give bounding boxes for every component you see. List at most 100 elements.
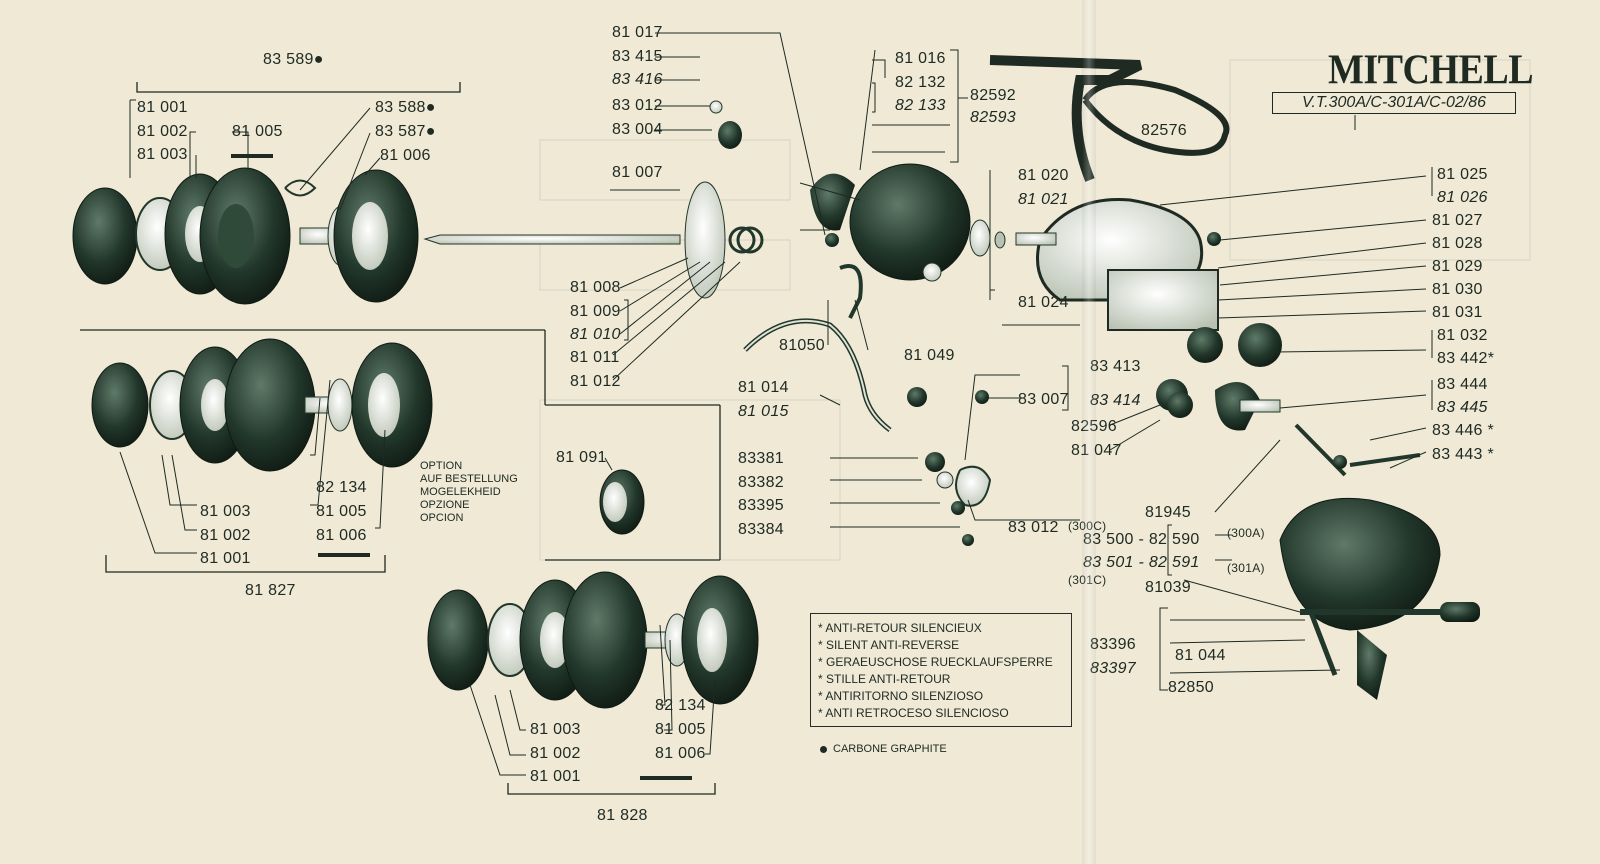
part-label: 83397	[1090, 660, 1136, 677]
part-label: 81 003	[200, 503, 251, 520]
part-label: 83 587●	[375, 123, 436, 140]
option-line: OPTION	[420, 460, 463, 472]
part-label: 81 032	[1437, 327, 1488, 344]
part-label: 81 009	[570, 303, 621, 320]
part-label: 83 589●	[263, 51, 324, 68]
part-label: 83 442*	[1437, 350, 1495, 367]
carbone-note: CARBONE GRAPHITE	[820, 743, 947, 755]
part-label: 81 012	[570, 373, 621, 390]
part-label: 81 021	[1018, 191, 1069, 208]
legend-line: * ANTI RETROCESO SILENCIOSO	[818, 706, 1009, 720]
part-label: (300C)	[1068, 518, 1106, 534]
part-label: 81 828	[597, 807, 648, 824]
anti-reverse-parts	[925, 392, 1193, 546]
part-label: 81 025	[1437, 166, 1488, 183]
part-label: 82 133	[895, 97, 946, 114]
part-label: 81 005	[655, 721, 706, 738]
part-label: 81 028	[1432, 235, 1483, 252]
legend-line: * STILLE ANTI-RETOUR	[818, 672, 951, 686]
option-line: MOGELEKHEID	[420, 486, 501, 498]
spool-assembly-middle	[91, 338, 433, 472]
part-label: 81 001	[200, 550, 251, 567]
legend-line: * GERAEUSCHOSE RUECKLAUFSPERRE	[818, 655, 1053, 669]
part-label: 81 005	[232, 123, 283, 140]
rotor	[849, 163, 1006, 282]
part-label: 81 002	[530, 745, 581, 762]
part-label: 82593	[970, 109, 1016, 126]
legend-line: * ANTI-RETOUR SILENCIEUX	[818, 621, 982, 635]
part-label: 81 091	[556, 449, 607, 466]
part-label: 81 047	[1071, 442, 1122, 459]
carbone-label: CARBONE GRAPHITE	[833, 743, 947, 755]
part-label: 83 444	[1437, 376, 1488, 393]
part-label: 81 024	[1018, 294, 1069, 311]
part-label: 81 029	[1432, 258, 1483, 275]
legend-line: * ANTIRITORNO SILENZIOSO	[818, 689, 984, 703]
part-label: 83381	[738, 450, 784, 467]
part-label: 82 134	[316, 479, 367, 496]
option-line: AUF BESTELLUNG	[420, 473, 518, 485]
part-label: 81 007	[612, 164, 663, 181]
part-label: 82850	[1168, 679, 1214, 696]
part-label: 83 414	[1090, 392, 1141, 409]
part-label: 83 413	[1090, 358, 1141, 375]
part-label: 81 014	[738, 379, 789, 396]
part-label: (300A)	[1227, 526, 1265, 540]
part-label: 81 003	[530, 721, 581, 738]
part-label: 81 044	[1175, 647, 1226, 664]
bail-parts	[709, 100, 989, 432]
part-label: 83 012	[1008, 519, 1059, 536]
part-label: 81 027	[1432, 212, 1483, 229]
part-label: 81 030	[1432, 281, 1483, 298]
side-plate-and-crank	[1279, 423, 1480, 700]
part-label: 81 015	[738, 403, 789, 420]
part-label: (301C)	[1068, 572, 1106, 588]
part-label: 81 005	[316, 503, 367, 520]
part-label: 81 049	[904, 347, 955, 364]
legend-box: * ANTI-RETOUR SILENCIEUX * SILENT ANTI-R…	[810, 613, 1072, 727]
page-fold	[1082, 0, 1096, 864]
part-label: 83 500 - 82 590	[1083, 531, 1200, 548]
part-label: 81039	[1145, 579, 1191, 596]
part-label: 81 006	[380, 147, 431, 164]
brand-logo: MITCHELL	[1328, 46, 1534, 94]
part-label: 83 004	[612, 121, 663, 138]
gears	[1156, 323, 1282, 431]
part-label: 83 416	[612, 71, 663, 88]
part-label: 83396	[1090, 636, 1136, 653]
main-shaft	[423, 181, 764, 299]
option-line: OPZIONE	[420, 499, 470, 511]
part-label: 83 446 *	[1432, 422, 1495, 439]
part-label: 82 132	[895, 74, 946, 91]
reel-body	[989, 55, 1230, 331]
part-label: 81 006	[655, 745, 706, 762]
part-label: 81 017	[612, 24, 663, 41]
spool-assembly-option	[427, 469, 759, 709]
part-label: 81 827	[245, 582, 296, 599]
part-label: 81 020	[1018, 167, 1069, 184]
part-label: 81 031	[1432, 304, 1483, 321]
part-label: 81 008	[570, 279, 621, 296]
leader-lines	[119, 32, 1433, 780]
part-label: 83 445	[1437, 399, 1488, 416]
part-label: 82596	[1071, 419, 1117, 435]
part-label: (301A)	[1227, 561, 1265, 575]
part-label: 81 006	[316, 527, 367, 544]
part-label: 81 001	[530, 768, 581, 785]
part-label: 83 501 - 82 591	[1083, 554, 1200, 571]
part-label: 82576	[1141, 122, 1187, 139]
part-label: 81 003	[137, 146, 188, 163]
part-label: 81050	[779, 337, 825, 354]
part-label: 83 415	[612, 48, 663, 65]
part-label: 81 011	[570, 349, 620, 366]
part-label: 82592	[970, 87, 1016, 104]
part-label: 83 007	[1018, 391, 1069, 408]
part-label: 83395	[738, 497, 784, 514]
part-label: 83 588●	[375, 99, 436, 116]
model-code: V.T.300A/C-301A/C-02/86	[1272, 92, 1516, 114]
part-label: 81 002	[200, 527, 251, 544]
option-line: OPCION	[420, 512, 464, 524]
part-label: 81 002	[137, 123, 188, 140]
